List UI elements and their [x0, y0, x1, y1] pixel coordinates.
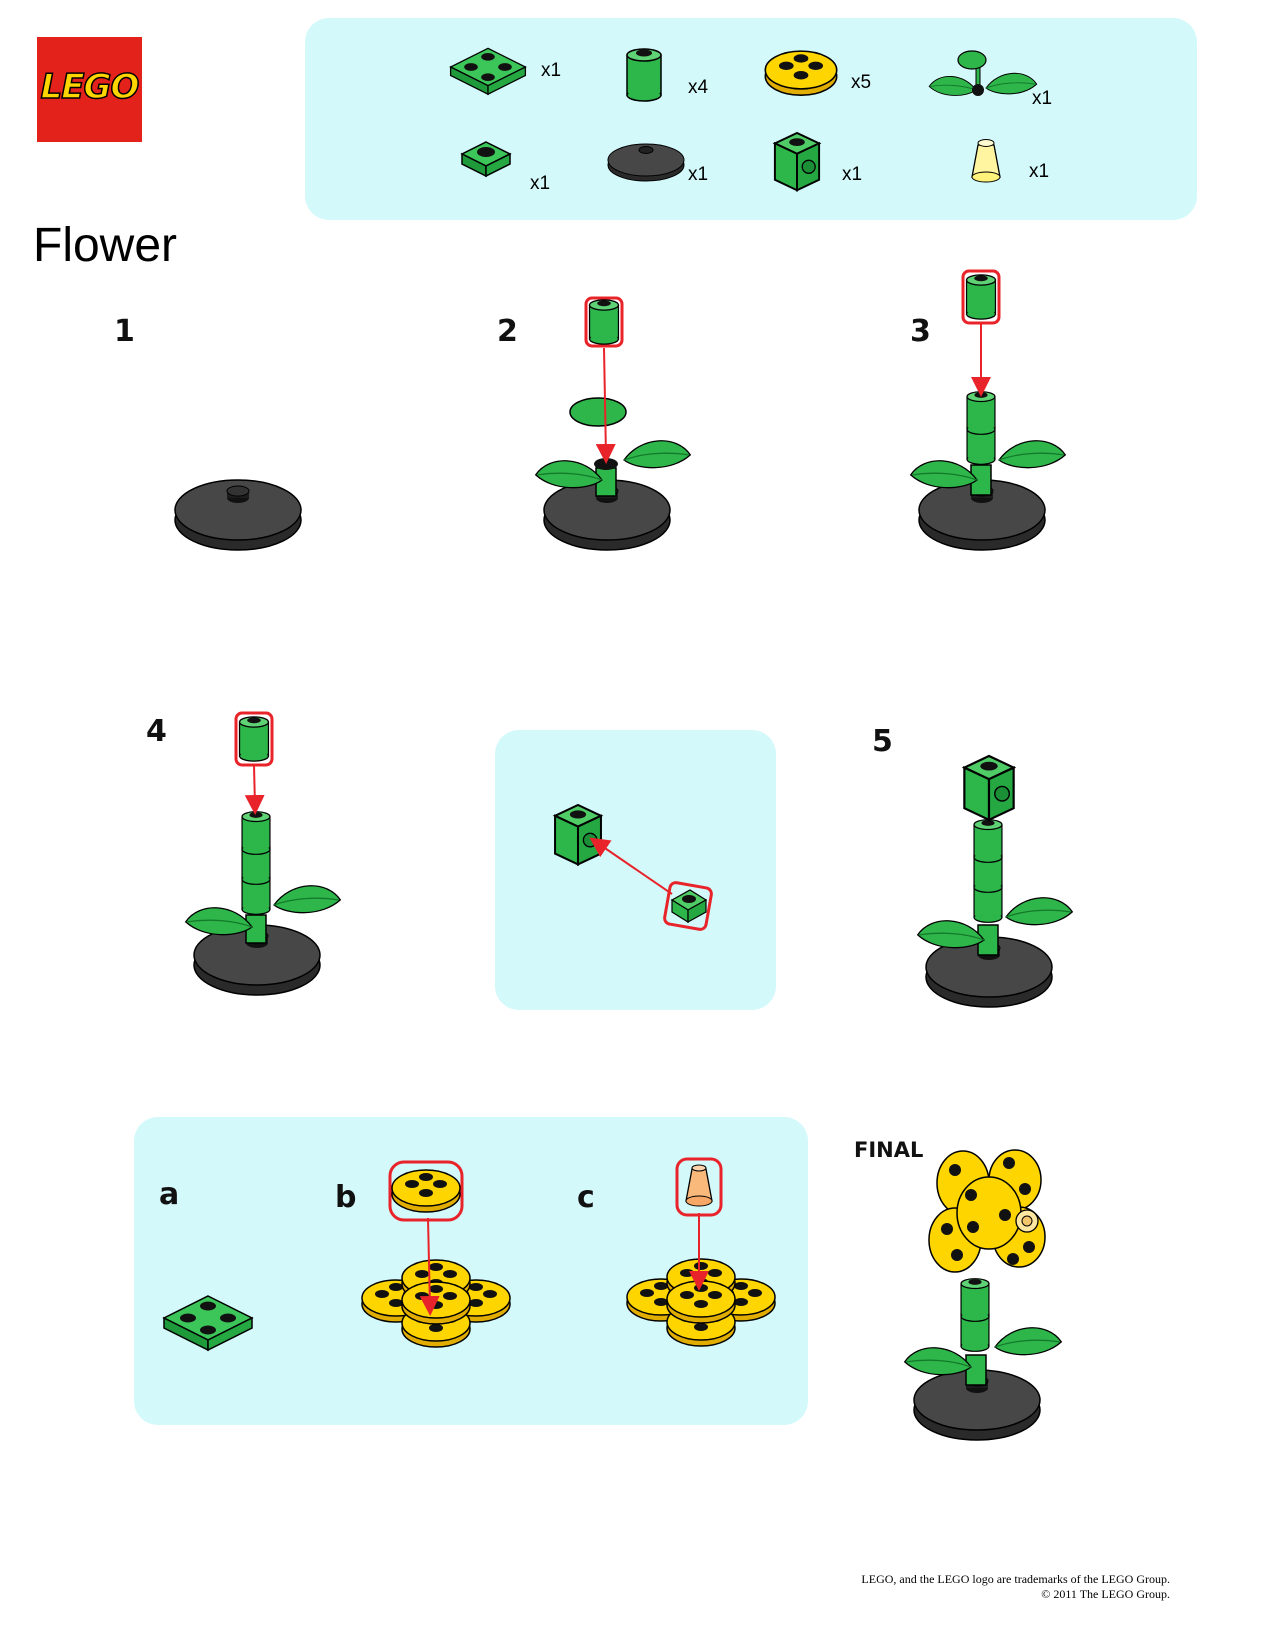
- step-3-illustration: [910, 269, 1066, 551]
- part-yellow-round-plate: [764, 50, 838, 96]
- step-number: 2: [497, 314, 518, 349]
- trademark-notice: LEGO, and the LEGO logo are trademarks o…: [861, 1572, 1170, 1586]
- part-qty: x1: [541, 60, 562, 81]
- step-number: 3: [910, 314, 931, 349]
- copyright-footer: LEGO, and the LEGO logo are trademarks o…: [861, 1572, 1170, 1602]
- part-green-plate-2x2: [449, 47, 527, 95]
- part-qty: x1: [688, 164, 709, 185]
- parts-list-panel: [305, 18, 1197, 220]
- step-number: 5: [872, 724, 893, 759]
- step-5-illustration: [917, 754, 1073, 1008]
- part-green-plate-1x1: [460, 141, 512, 178]
- part-green-brick-side-stud: [773, 132, 821, 192]
- step-4-illustration: [185, 711, 341, 996]
- substep-label: b: [335, 1180, 357, 1215]
- page-title: Flower: [33, 219, 178, 272]
- part-qty: x1: [530, 173, 551, 194]
- part-trans-yellow-cone: [971, 139, 1001, 183]
- part-black-round-dish: [607, 143, 685, 182]
- step-1-illustration: [174, 479, 302, 551]
- part-qty: x5: [851, 72, 872, 93]
- copyright-notice: © 2011 The LEGO Group.: [1041, 1587, 1170, 1601]
- substep-b-illustration: [361, 1160, 511, 1348]
- substep-c-illustration: [626, 1157, 776, 1347]
- step-number: 1: [114, 314, 135, 349]
- lego-logo: LEGO: [37, 37, 142, 142]
- part-green-plant-stem: [928, 50, 1038, 96]
- lego-logo-text: LEGO: [40, 66, 140, 108]
- part-green-round-brick: [626, 48, 662, 102]
- final-flower-illustration: [904, 1149, 1062, 1441]
- substep-a-illustration: [163, 1295, 253, 1351]
- step-number: 4: [146, 714, 167, 749]
- subassembly-illustration: [554, 803, 713, 931]
- part-qty: x4: [688, 77, 709, 98]
- part-qty: x1: [1029, 161, 1050, 182]
- part-qty: x1: [842, 164, 863, 185]
- final-label: FINAL: [854, 1138, 924, 1162]
- substep-label: a: [159, 1177, 180, 1212]
- part-qty: x1: [1032, 88, 1053, 109]
- substep-label: c: [577, 1180, 595, 1215]
- step-2-illustration: [535, 296, 691, 551]
